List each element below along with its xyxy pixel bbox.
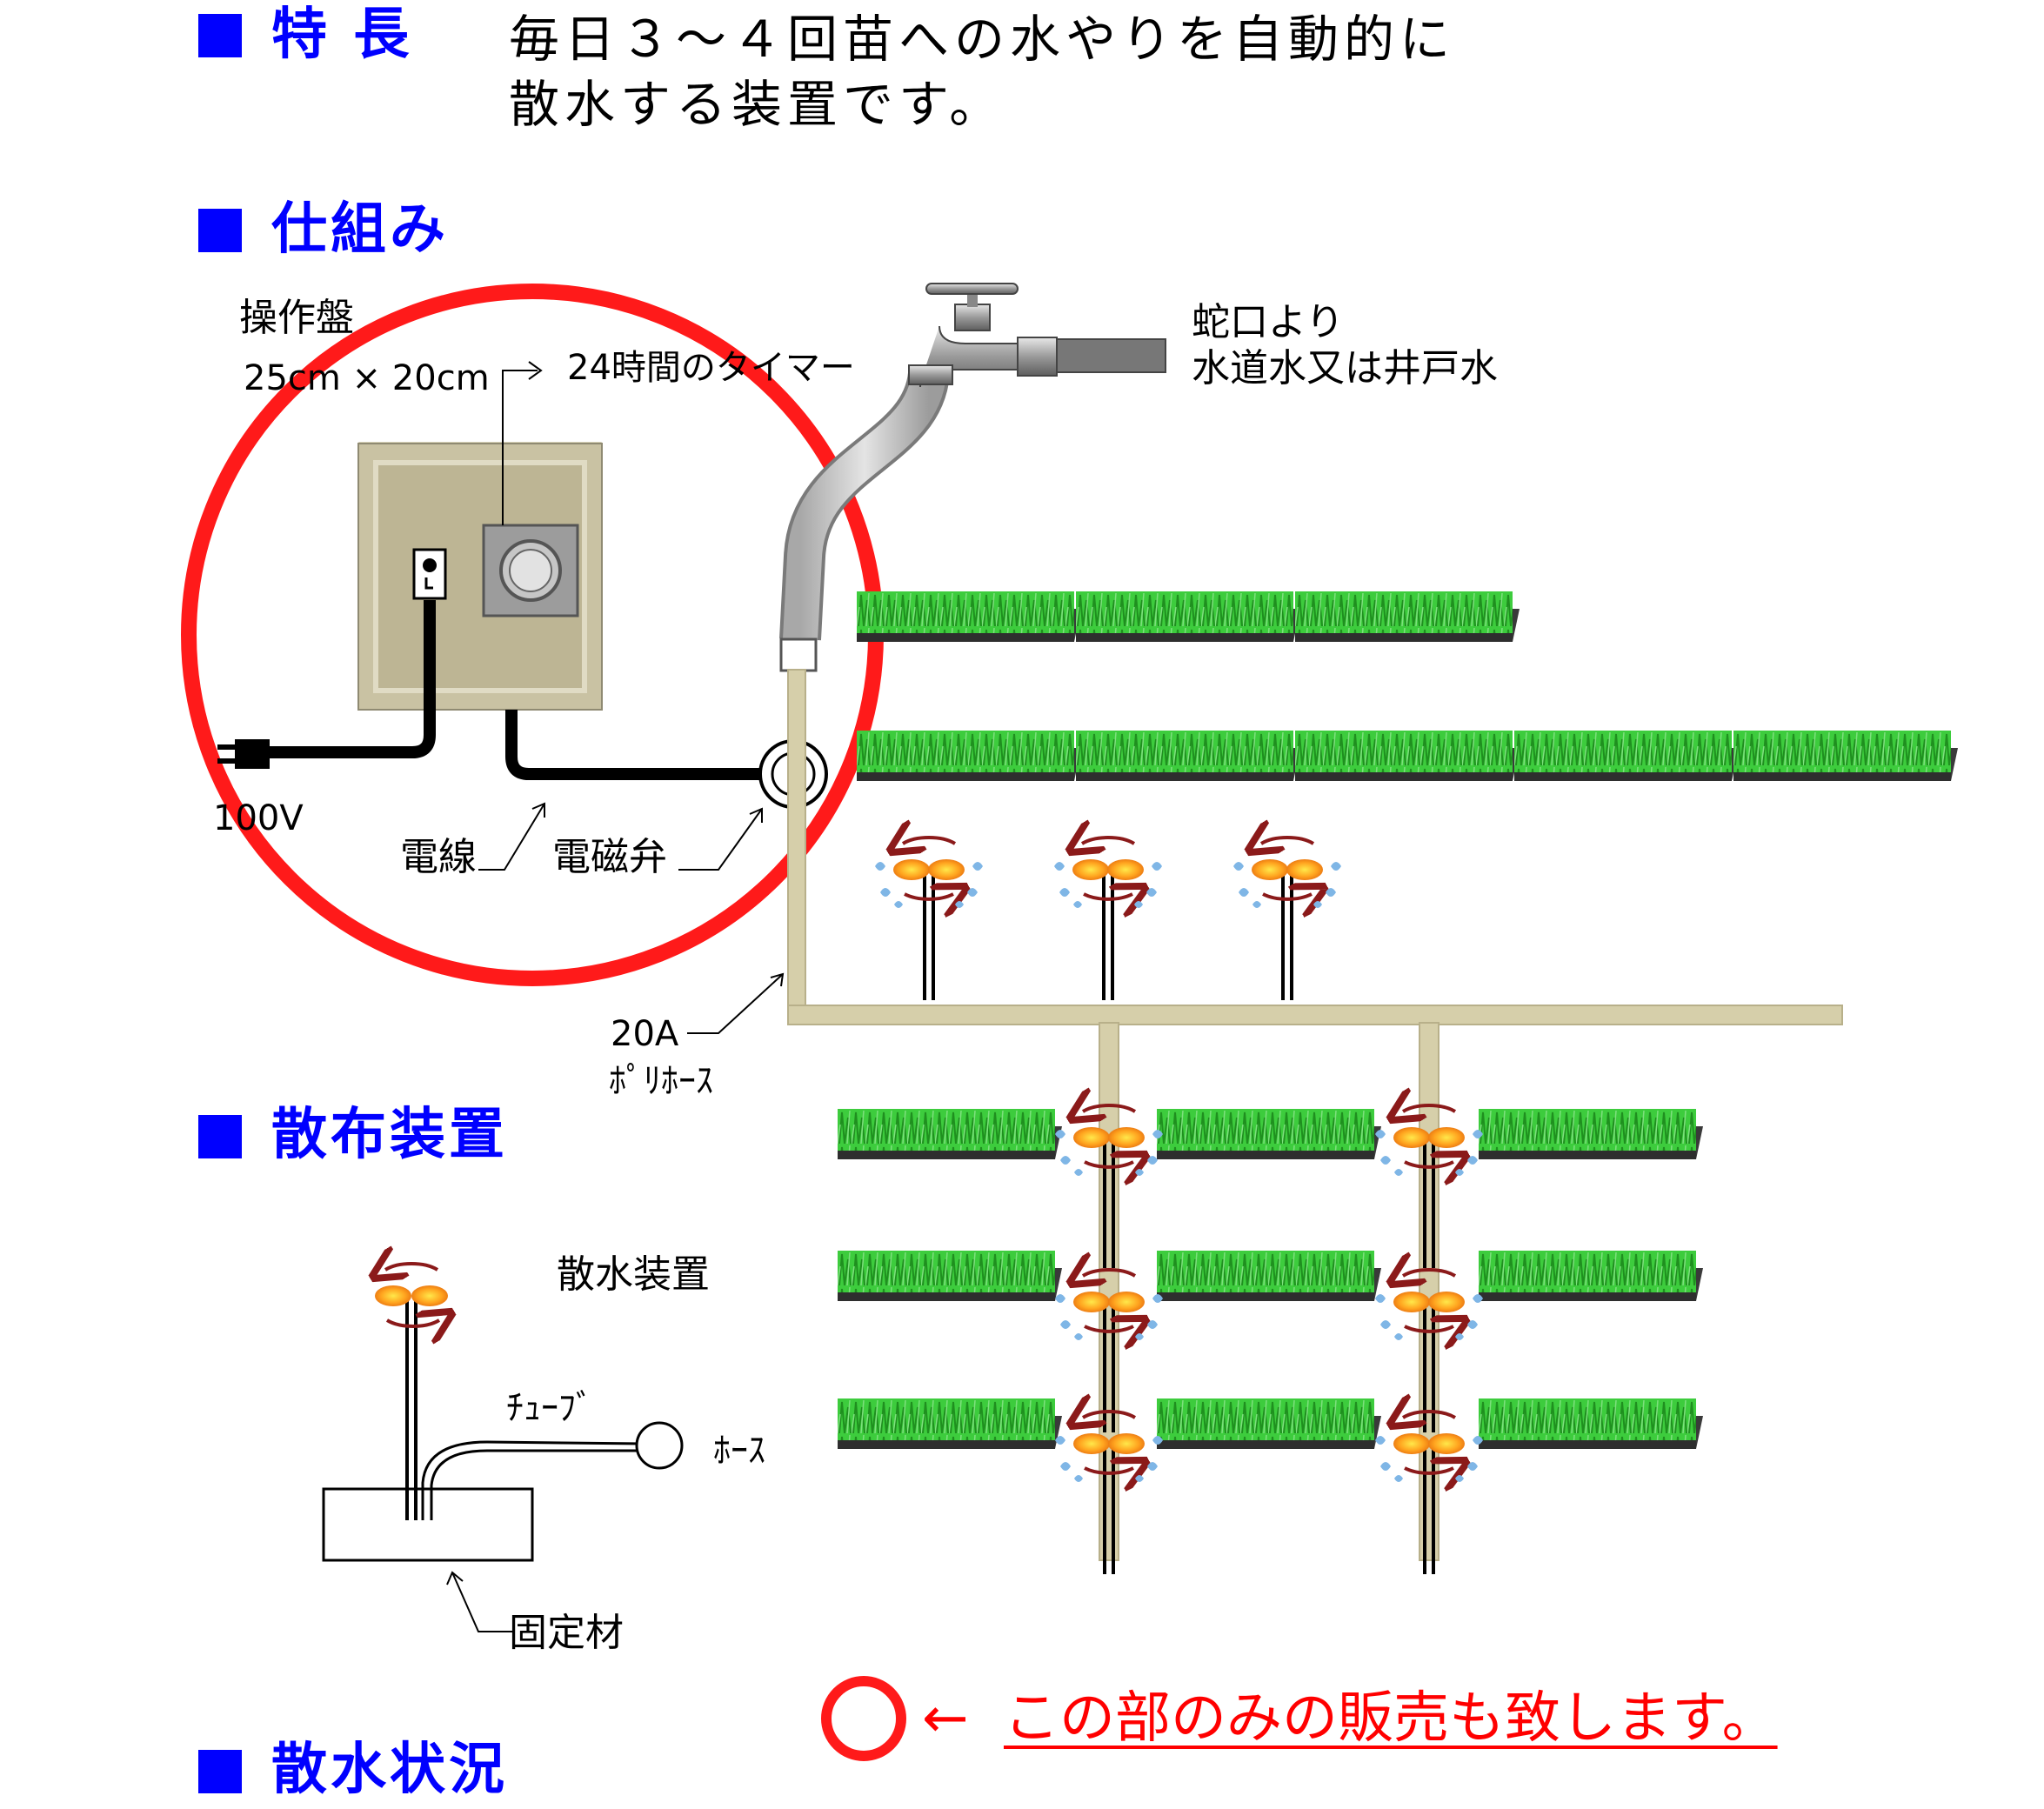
faucet-label-line1: 蛇口より [1192,300,1345,344]
timer-label: 24時間のタイマー [567,348,855,388]
power-cable [261,600,436,758]
feature-bullet-icon [198,14,242,57]
panel-size-label: 25cm × 20cm [244,358,490,398]
faucet [908,283,1166,388]
spray-status-bullet-icon [198,1750,242,1793]
mechanism-bullet-icon [198,209,242,252]
plug [235,739,270,769]
sprinkler-device-label: 散水装置 [557,1252,710,1297]
sprinkler-detail [322,1264,684,1632]
hose-label: ﾎｰｽ [713,1431,765,1471]
faucet-label-line2: 水道水又は井戸水 [1192,346,1498,391]
spreader-heading: 散布装置 [271,1103,508,1167]
voltage-label: 100V [213,798,304,838]
feature-text-line1: 毎日３～４回苗への水やりを自動的に [509,10,1456,69]
feature-heading: 特 長 [271,3,413,67]
grass-trays-top [857,591,1958,781]
control-box [357,442,603,711]
hose-type-label: ﾎﾟﾘﾎｰｽ [609,1061,713,1101]
valve-cable [505,710,765,780]
tube-label: ﾁｭｰﾌﾞ [506,1388,593,1428]
fixing-material-label: 固定材 [509,1611,624,1655]
feature-text-line2: 散水する装置です。 [509,75,1005,134]
solenoid-valve-label: 電磁弁 [552,835,667,879]
left-arrow-icon: ← [922,1686,969,1751]
sale-circle-icon [821,1676,906,1761]
hose-size-label: 20A [611,1014,679,1054]
spreader-bullet-icon [198,1115,242,1158]
control-panel-label: 操作盤 [239,296,354,340]
sale-note-text: この部のみの販売も致します。 [1003,1686,1778,1751]
mechanism-heading: 仕組み [271,197,449,262]
wire-label: 電線 [400,835,477,879]
grass-trays-bottom [838,1109,1703,1449]
spray-status-heading: 散水状況 [271,1738,508,1802]
sale-note: ← この部のみの販売も致します。 [922,1687,1778,1750]
sprinklers-top-row [875,838,1341,1000]
